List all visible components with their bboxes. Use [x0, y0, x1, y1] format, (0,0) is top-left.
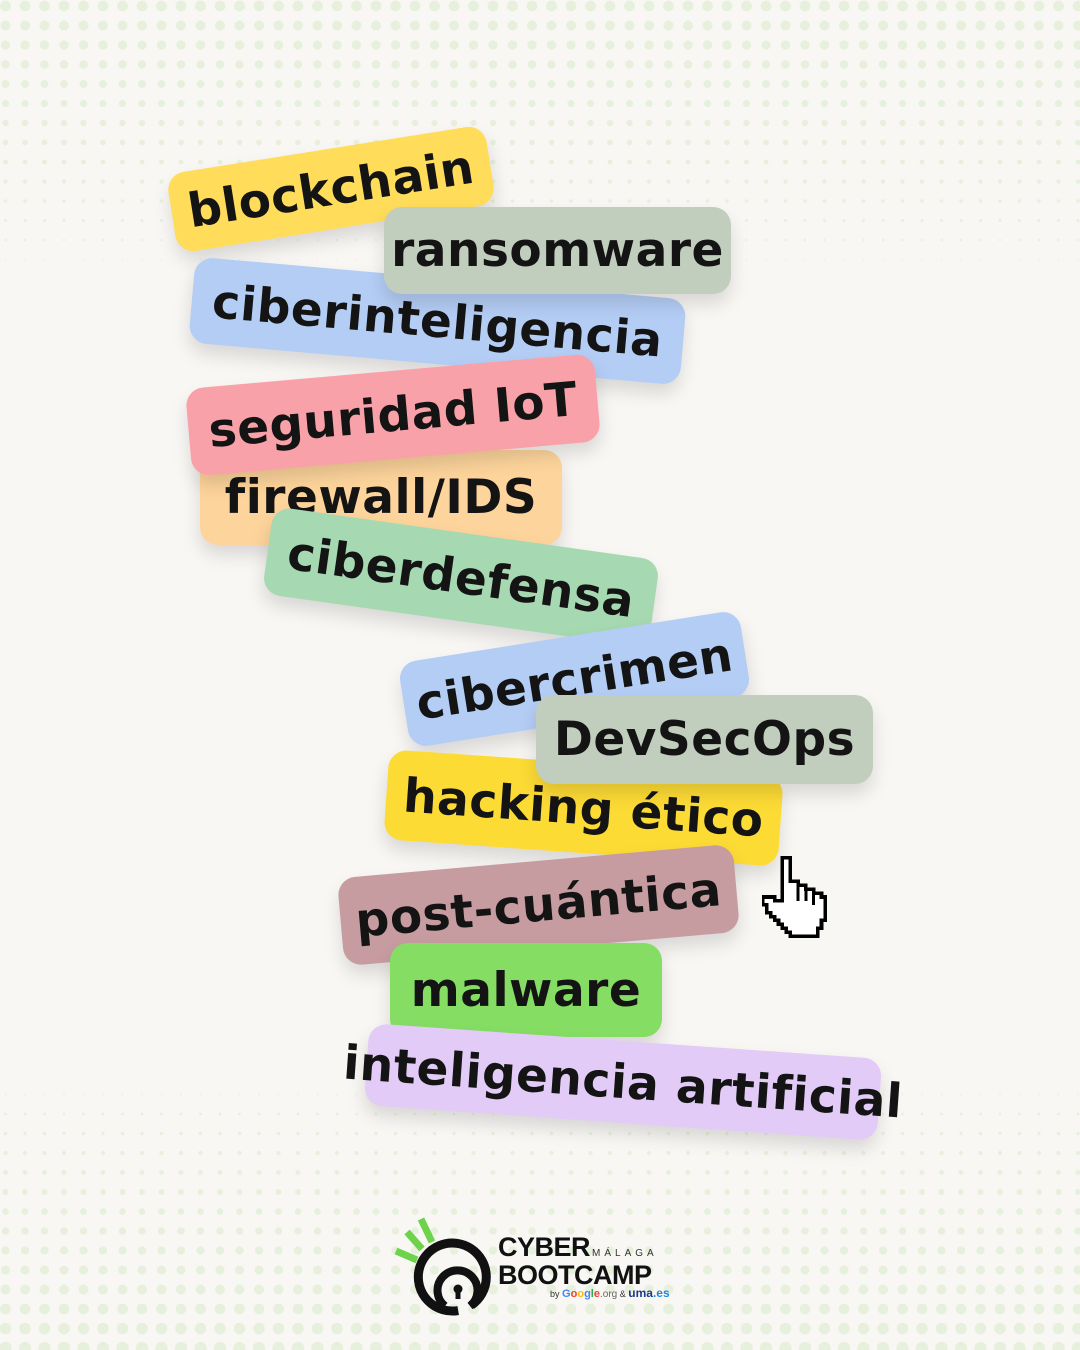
logo-cyber: CYBER	[498, 1232, 591, 1262]
tag-label: post-cuántica	[353, 861, 724, 949]
tag-label: inteligencia artificial	[341, 1035, 905, 1129]
logo-sponsors: by Google.org & uma.es	[550, 1286, 670, 1300]
tag-label: seguridad IoT	[206, 371, 580, 459]
logo-region: MÁLAGA	[592, 1248, 658, 1259]
tag-label: ransomware	[391, 223, 724, 278]
tag-malware: malware	[390, 943, 662, 1037]
uma-logo: uma	[628, 1286, 653, 1300]
tag-label: firewall/IDS	[224, 470, 538, 525]
tag-devsecops: DevSecOps	[536, 695, 873, 784]
tag-label: malware	[410, 962, 642, 1018]
hand-pointer-icon	[761, 854, 838, 940]
tag-label: ciberdefensa	[284, 525, 638, 629]
keyhole-logo-icon	[394, 1217, 491, 1316]
tag-inteligencia-artificial: inteligencia artificial	[342, 1023, 904, 1141]
tag-ransomware: ransomware	[384, 207, 731, 294]
logo-bootcamp: BOOTCAMP	[498, 1260, 652, 1290]
tag-label: DevSecOps	[553, 712, 856, 767]
